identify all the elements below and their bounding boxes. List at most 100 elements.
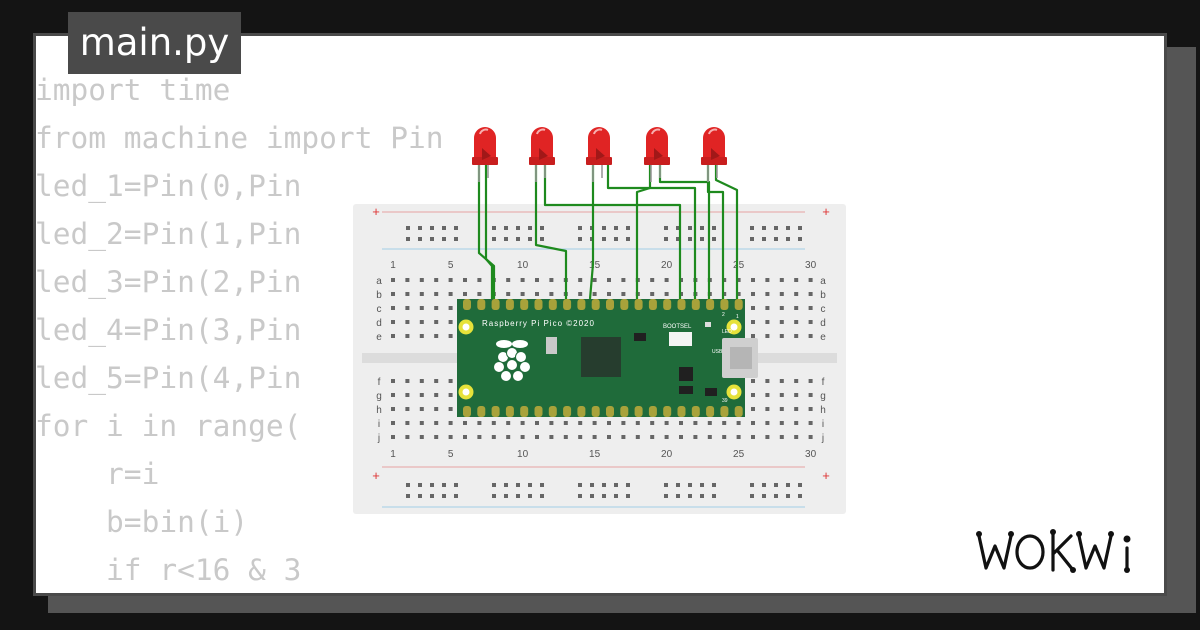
rail-hole (418, 483, 422, 487)
rail-hole (578, 226, 582, 230)
pin-number-label: 39 (722, 398, 728, 404)
raspberry-berry (506, 359, 518, 371)
row-letter: i (378, 419, 380, 430)
breadboard-hole (664, 421, 669, 425)
breadboard-hole (621, 278, 626, 282)
red-led (701, 127, 727, 182)
rail-hole (540, 483, 544, 487)
rail-hole (454, 226, 458, 230)
row-letter: b (820, 290, 826, 301)
rail-hole (762, 483, 766, 487)
mounting-hole-center (462, 388, 470, 396)
pico-pin (677, 299, 686, 310)
rail-hole (492, 483, 496, 487)
rail-hole (442, 483, 446, 487)
rail-hole (528, 226, 532, 230)
led-die (654, 148, 663, 160)
breadboard-hole (664, 292, 669, 296)
column-number: 25 (733, 449, 745, 460)
led-rim (472, 157, 498, 165)
breadboard-hole (405, 393, 410, 397)
row-letter: e (820, 332, 826, 343)
rail-hole (602, 494, 606, 498)
row-letter: f (378, 377, 381, 388)
led-highlight (651, 128, 661, 135)
rail-hole (664, 494, 668, 498)
mounting-hole-center (730, 323, 738, 331)
smd-component (679, 386, 693, 394)
pico-pin (477, 406, 486, 417)
usb-port (730, 347, 752, 369)
raspberry-leaf (512, 340, 528, 348)
rail-hole (774, 226, 778, 230)
pico-pin (520, 299, 529, 310)
rail-hole (590, 494, 594, 498)
breadboard-hole (520, 292, 525, 296)
breadboard-hole (391, 334, 395, 338)
led-rim (529, 157, 555, 165)
wire (606, 165, 697, 299)
rail-hole (516, 237, 520, 241)
led-highlight (708, 128, 718, 135)
rail-hole (430, 237, 434, 241)
smd-component (634, 333, 646, 341)
breadboard-hole (448, 407, 453, 411)
breadboard-hole (434, 421, 439, 425)
rail-hole (676, 483, 680, 487)
breadboard-hole (549, 292, 554, 296)
wire (635, 165, 652, 299)
breadboard-hole (621, 421, 626, 425)
breadboard-hole (779, 278, 784, 282)
pico-pin (720, 406, 729, 417)
rail-hole (712, 226, 716, 230)
rail-hole (750, 226, 754, 230)
breadboard-hole (578, 421, 583, 425)
rail-plus-label: + (822, 468, 830, 483)
rail-hole (454, 483, 458, 487)
rail-hole (688, 226, 692, 230)
row-letter: e (376, 332, 382, 343)
breadboard-hole (434, 435, 439, 439)
row-letter: a (376, 276, 382, 287)
breadboard-hole (794, 306, 799, 310)
breadboard-hole (448, 379, 453, 383)
rail-hole (688, 237, 692, 241)
code-line: b=bin(i) (35, 505, 249, 539)
breadboard-hole (794, 393, 799, 397)
file-tab[interactable]: main.py (68, 12, 241, 74)
pico-pin (648, 406, 657, 417)
row-letter: d (820, 318, 826, 329)
breadboard-hole (391, 320, 395, 324)
rail-hole (626, 483, 630, 487)
rp2040-chip (581, 337, 621, 377)
pico-pin (520, 406, 529, 417)
rail-hole (626, 237, 630, 241)
rail-hole (492, 226, 496, 230)
breadboard-hole (535, 278, 539, 282)
rail-hole (516, 226, 520, 230)
breadboard-hole (592, 421, 597, 425)
pico-pin (591, 299, 600, 310)
rail-hole (492, 237, 496, 241)
raspberry-berry (512, 370, 524, 382)
breadboard-hole (549, 421, 554, 425)
breadboard-hole (751, 435, 755, 439)
row-letter: g (820, 391, 826, 402)
breadboard-hole (779, 320, 784, 324)
breadboard-hole (535, 435, 539, 439)
breadboard-hole (405, 334, 410, 338)
rail-hole (516, 494, 520, 498)
pico-pin (534, 406, 543, 417)
rail-hole (418, 237, 422, 241)
pico-pin (663, 406, 672, 417)
pico-pin (677, 406, 686, 417)
row-letter: c (377, 304, 382, 315)
breadboard-hole (808, 306, 813, 310)
breadboard-hole (765, 379, 770, 383)
breadboard-hole (779, 421, 784, 425)
breadboard-hole (434, 320, 439, 324)
breadboard-hole (765, 278, 770, 282)
row-letter: a (820, 276, 826, 287)
